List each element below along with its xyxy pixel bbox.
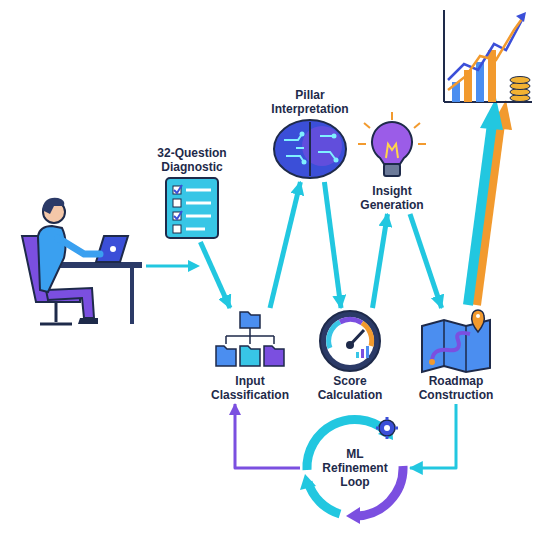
growth-chart	[444, 10, 532, 102]
node-label: Roadmap Construction	[410, 374, 502, 402]
icon-space	[349, 118, 435, 184]
icon-node: Input Classification	[200, 308, 300, 404]
icon-node: 32-Question Diagnostic	[150, 144, 234, 242]
node-label: ML Refinement Loop	[316, 447, 394, 489]
flow-arrow	[235, 404, 300, 468]
growth-arrow	[468, 98, 512, 305]
icon-space	[307, 310, 393, 374]
folder-tree-icon	[216, 312, 284, 366]
gauge-icon	[320, 311, 380, 371]
flow-arrow	[373, 214, 388, 308]
roadmap-icon	[422, 310, 490, 372]
brain-icon	[274, 120, 346, 178]
flow-arrow	[410, 404, 456, 468]
flow-arrow	[410, 214, 442, 308]
icon-space	[410, 310, 502, 374]
entry-arrow	[146, 265, 190, 268]
icon-node: Roadmap Construction	[408, 308, 504, 404]
icon-space	[152, 174, 232, 240]
icon-space	[202, 310, 298, 374]
arrowhead	[188, 260, 200, 272]
node-label: 32-Question Diagnostic	[152, 146, 232, 174]
loop-node: ML Refinement Loop	[300, 413, 410, 523]
person-at-laptop	[22, 198, 142, 324]
node-label: Input Classification	[202, 374, 298, 402]
node-label: Pillar Interpretation	[264, 88, 356, 116]
node-label: Insight Generation	[349, 184, 435, 212]
icon-node: Insight Generation	[347, 116, 437, 214]
icon-node: Score Calculation	[305, 308, 395, 404]
node-label: Score Calculation	[307, 374, 393, 402]
icon-node: Pillar Interpretation	[262, 86, 358, 182]
checklist-icon	[166, 178, 218, 238]
icon-space	[264, 116, 356, 180]
flow-arrow	[270, 182, 300, 308]
lightbulb-icon	[358, 112, 426, 176]
refinement-loop-ring	[300, 417, 403, 524]
flow-arrow	[200, 242, 230, 308]
flow-arrow	[324, 182, 341, 308]
